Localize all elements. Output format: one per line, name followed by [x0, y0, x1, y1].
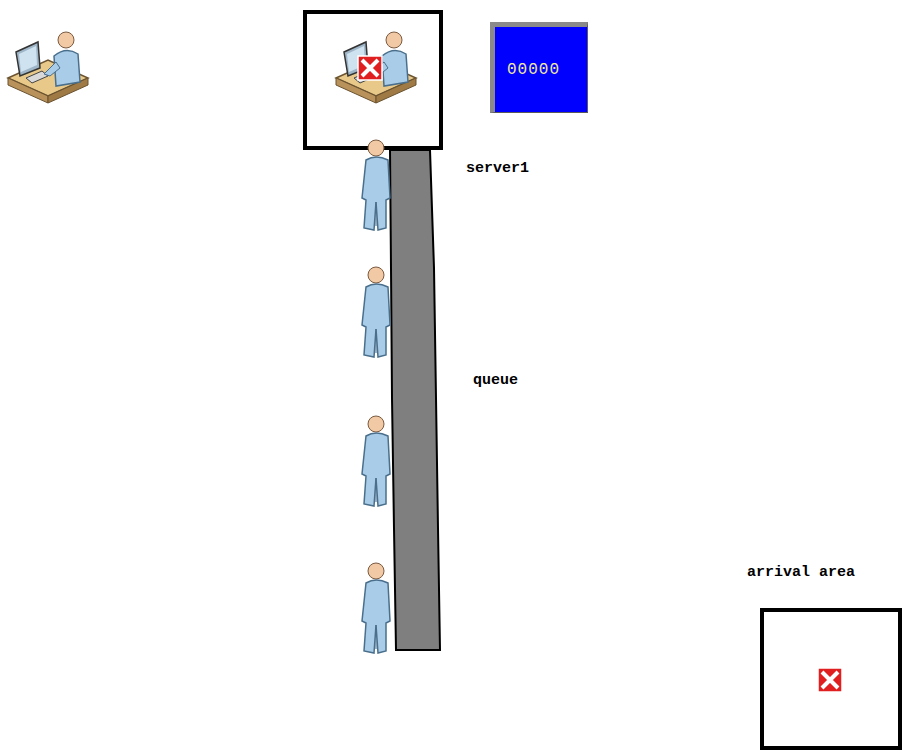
server-box: server1 — [303, 10, 443, 150]
arrival-box: arrival area — [760, 608, 902, 750]
counter-display: 00000 — [490, 22, 588, 113]
arrival-label: arrival area — [747, 564, 855, 581]
server-label: server1 — [466, 160, 529, 177]
server-icon — [336, 32, 416, 103]
counter-value: 00000 — [507, 61, 560, 79]
arrival-marker — [818, 668, 842, 692]
queue-fill — [390, 150, 440, 650]
queue-person — [362, 563, 390, 653]
queue-person — [362, 416, 390, 506]
queue-person — [362, 140, 390, 230]
server-marker — [358, 56, 382, 80]
queue-bar: queue — [388, 148, 442, 652]
queue-label: queue — [473, 372, 518, 389]
desk-icon — [8, 32, 88, 103]
queue-person — [362, 267, 390, 357]
queue-shape — [388, 148, 442, 652]
